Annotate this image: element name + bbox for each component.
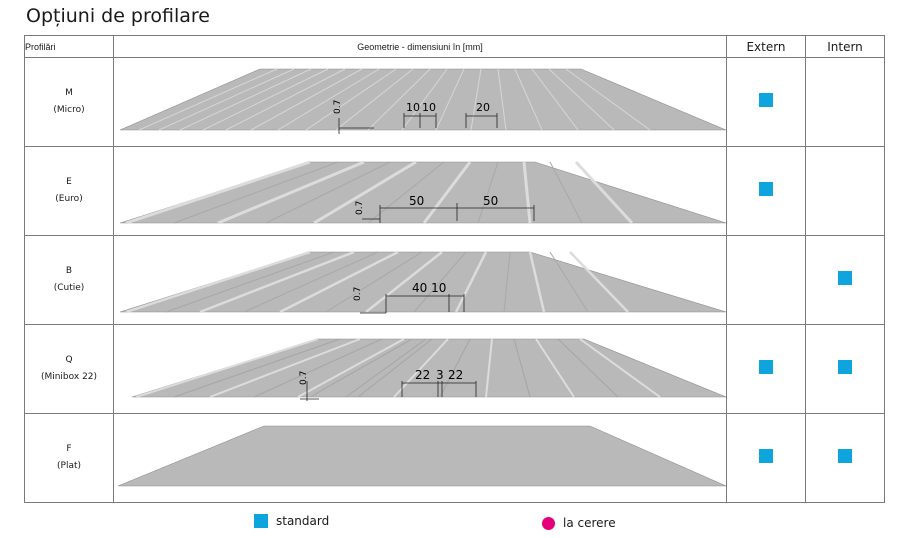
legend-on-request: la cerere <box>542 516 616 530</box>
page-title: Opțiuni de profilare <box>26 5 210 27</box>
profile-name-cell: E (Euro) <box>24 146 114 236</box>
extern-cell <box>726 57 806 147</box>
thickness-label: 0.7 <box>353 287 363 301</box>
intern-cell <box>805 57 885 147</box>
standard-marker <box>838 270 852 285</box>
intern-cell <box>805 146 885 236</box>
extern-cell <box>726 235 806 325</box>
standard-marker <box>838 448 852 463</box>
legend-standard: standard <box>254 514 329 528</box>
intern-cell <box>805 413 885 503</box>
table-row-q: Q (Minibox 22) <box>24 324 885 414</box>
legend-standard-label: standard <box>276 514 330 528</box>
profile-code: B <box>65 266 73 276</box>
extern-cell <box>726 324 806 414</box>
on-request-dot-icon <box>542 516 555 530</box>
geometry-cell: 0.7 10 10 20 <box>113 57 727 147</box>
dimension-label: 20 <box>476 101 490 114</box>
table-header-row: Profilări Geometrie - dimensiuni în [mm]… <box>24 35 885 58</box>
dimension-label: 50 <box>483 194 498 208</box>
geometry-cell: 0.7 50 50 <box>113 146 727 236</box>
standard-swatch-icon <box>254 514 268 528</box>
dimension-label: 3 <box>436 368 444 382</box>
profile-label: (Cutie) <box>53 283 85 293</box>
dimension-label: 22 <box>415 368 430 382</box>
flat-profile-illustration <box>117 425 726 487</box>
profile-name-cell: F (Plat) <box>24 413 114 503</box>
geometry-cell: 0.7 22 3 22 <box>113 324 727 414</box>
intern-cell <box>805 235 885 325</box>
table-row-e: E (Euro) 0.7 50 <box>24 146 885 236</box>
geometry-cell <box>113 413 727 503</box>
profile-code: M <box>65 88 73 98</box>
thickness-label: 0.7 <box>333 100 343 114</box>
standard-marker <box>759 359 773 374</box>
dimension-label: 50 <box>409 194 424 208</box>
header-geometry: Geometrie - dimensiuni în [mm] <box>113 35 727 58</box>
geometry-cell: 0.7 40 10 <box>113 235 727 325</box>
standard-marker <box>759 448 773 463</box>
table-row-f: F (Plat) <box>24 413 885 503</box>
standard-marker <box>759 181 773 196</box>
minibox-profile-illustration: 0.7 22 3 22 <box>131 338 726 401</box>
profile-label: (Euro) <box>55 194 83 204</box>
standard-marker <box>759 92 773 107</box>
standard-marker <box>838 359 852 374</box>
dimension-label: 22 <box>448 368 463 382</box>
profile-label: (Plat) <box>57 461 81 471</box>
table-row-m: M (Micro) 0.7 <box>24 57 885 147</box>
extern-cell <box>726 146 806 236</box>
legend-on-request-label: la cerere <box>563 516 616 530</box>
header-intern: Intern <box>805 35 885 58</box>
dimension-label: 10 <box>406 101 420 114</box>
profiles-table: Profilări Geometrie - dimensiuni în [mm]… <box>24 35 885 503</box>
header-profile: Profilări <box>24 35 114 58</box>
table-row-b: B (Cutie) 0.7 <box>24 235 885 325</box>
profile-code: E <box>66 177 72 187</box>
profile-code: F <box>66 444 72 454</box>
profile-name-cell: Q (Minibox 22) <box>24 324 114 414</box>
profile-label: (Minibox 22) <box>40 372 98 382</box>
extern-cell <box>726 413 806 503</box>
micro-profile-illustration: 0.7 10 10 20 <box>119 68 726 134</box>
profile-label: (Micro) <box>53 105 85 115</box>
intern-cell <box>805 324 885 414</box>
thickness-label: 0.7 <box>299 371 309 385</box>
thickness-label: 0.7 <box>355 201 365 215</box>
profile-name-cell: M (Micro) <box>24 57 114 147</box>
euro-profile-illustration: 0.7 50 50 <box>119 160 726 225</box>
box-profile-illustration: 0.7 40 10 <box>119 250 726 314</box>
profile-name-cell: B (Cutie) <box>24 235 114 325</box>
profile-code: Q <box>65 355 73 365</box>
dimension-label: 10 <box>422 101 436 114</box>
dimension-label: 40 10 <box>412 281 446 295</box>
header-extern: Extern <box>726 35 806 58</box>
